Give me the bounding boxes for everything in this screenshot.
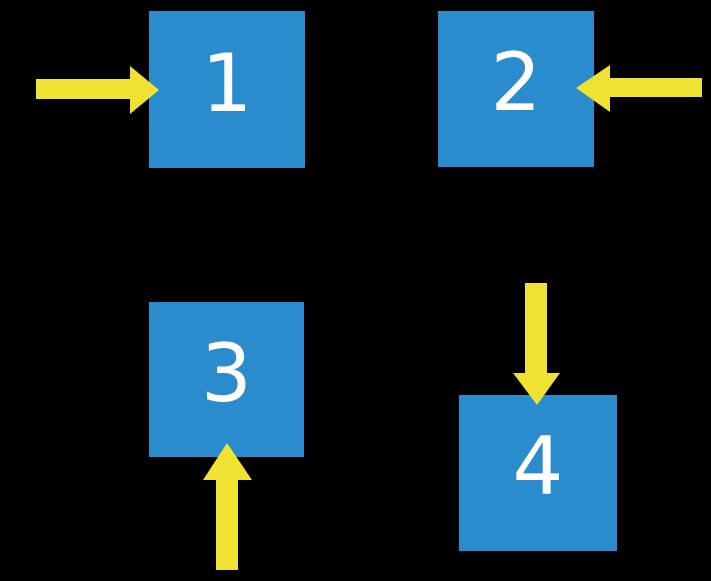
box-3-label: 3: [201, 326, 252, 420]
box-2-label: 2: [490, 36, 542, 129]
box-4: 4: [459, 395, 617, 551]
arrow-up-icon: [203, 443, 252, 570]
box-1-label: 1: [201, 36, 253, 130]
box-2: 2: [438, 11, 594, 167]
arrow-down-icon: [513, 283, 560, 405]
arrow-left-icon: [576, 65, 702, 112]
box-1: 1: [149, 11, 305, 168]
arrow-right-icon: [36, 66, 159, 114]
box-4-label: 4: [512, 420, 564, 513]
box-3: 3: [149, 302, 304, 457]
